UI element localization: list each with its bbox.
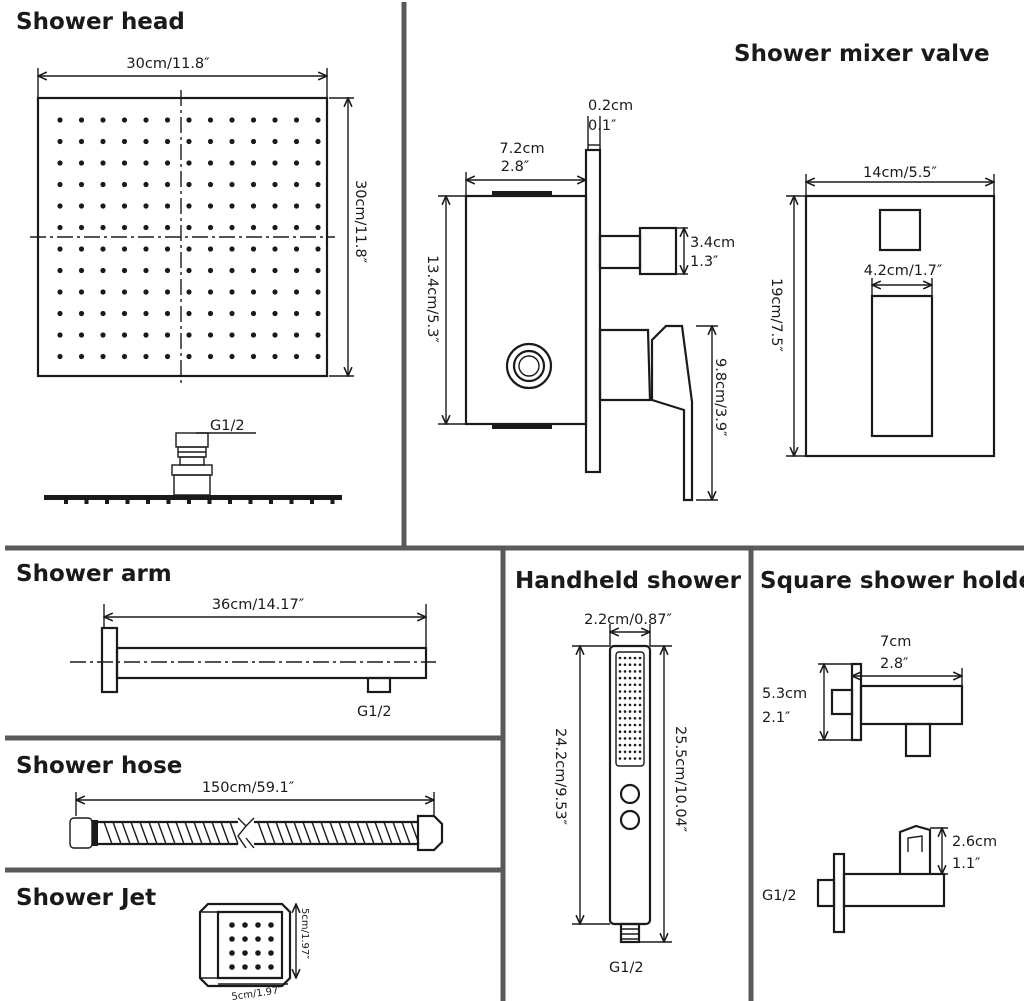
holder-top-view bbox=[830, 662, 964, 758]
square-holder-panel: Square shower holder 7cm 2.8″ 5.3cm 2.1″… bbox=[760, 568, 1024, 934]
holder-cradle-in: 1.1″ bbox=[952, 856, 981, 872]
shower-head-side-profile bbox=[44, 432, 342, 504]
panel-dividers bbox=[5, 2, 1024, 1001]
mixer-handle-width-label: 4.2cm/1.7″ bbox=[864, 263, 943, 279]
holder-cradle-cm: 2.6cm bbox=[952, 834, 997, 850]
shower-arm-thread bbox=[366, 676, 392, 694]
mixer-handle-height-label: 9.8cm/3.9″ bbox=[712, 358, 728, 437]
holder-depth-cm: 7cm bbox=[880, 634, 911, 650]
shower-hose-length-label: 150cm/59.1″ bbox=[202, 780, 295, 796]
mixer-plate-width-label: 14cm/5.5″ bbox=[863, 165, 937, 181]
mixer-mounting-plate bbox=[584, 148, 602, 474]
shower-jet-side-label: 5cm/1.97″ bbox=[299, 908, 310, 959]
handheld-thread-label: G1/2 bbox=[609, 960, 644, 976]
shower-jet-body bbox=[198, 902, 292, 988]
mixer-front-outlet bbox=[878, 208, 922, 252]
mixer-valve-body bbox=[464, 194, 588, 426]
shower-head-width-label: 30cm/11.8″ bbox=[126, 56, 210, 72]
handheld-width-label: 2.2cm/0.87″ bbox=[584, 612, 672, 628]
mixer-depth-cm: 7.2cm bbox=[499, 141, 544, 157]
square-holder-title: Square shower holder bbox=[760, 568, 1024, 594]
shower-arm-flange bbox=[100, 626, 119, 694]
holder-height-in: 2.1″ bbox=[762, 710, 791, 726]
shower-jet-title: Shower Jet bbox=[16, 885, 156, 911]
handheld-shower-panel: Handheld shower 2.2cm/0.87″ 24.2cm/9.53″… bbox=[515, 568, 742, 976]
mixer-plate-height-label: 19cm/7.5″ bbox=[768, 278, 784, 352]
shower-head-nozzles bbox=[57, 117, 321, 360]
mixer-valve-title: Shower mixer valve bbox=[734, 41, 990, 67]
mixer-outlet-cm: 3.4cm bbox=[690, 235, 735, 251]
mixer-outlet-in: 1.3″ bbox=[690, 254, 719, 270]
handheld-body-length-label: 24.2cm/9.53″ bbox=[552, 728, 568, 826]
holder-depth-in: 2.8″ bbox=[880, 656, 909, 672]
shower-arm-title: Shower arm bbox=[16, 561, 172, 587]
mixer-depth-in: 2.8″ bbox=[501, 159, 530, 175]
shower-jet-panel: Shower Jet 5cm/1.97″ 5cm/1.97″ bbox=[16, 885, 310, 1001]
holder-thread-label: G1/2 bbox=[762, 888, 797, 904]
mixer-valve-panel: Shower mixer valve 0.2cm 0.1″ 7.2cm 2.8″… bbox=[424, 41, 996, 502]
shower-head-height-label: 30cm/11.8″ bbox=[352, 180, 368, 264]
shower-arm-length-label: 36cm/14.17″ bbox=[212, 597, 305, 613]
shower-head-panel: Shower head 30cm/11.8″ 30cm/11.8″ G1/2 bbox=[16, 9, 368, 504]
mixer-handle-base bbox=[598, 328, 652, 402]
shower-head-thread-label: G1/2 bbox=[210, 418, 245, 434]
mixer-outlet bbox=[598, 226, 678, 276]
shower-hose-body bbox=[69, 814, 444, 852]
shower-jet-bottom-label: 5cm/1.97″ bbox=[231, 985, 283, 1001]
shower-hose-panel: Shower hose 150cm/59.1″ bbox=[16, 753, 444, 852]
mixer-cartridge-ring bbox=[505, 342, 553, 390]
shower-arm-panel: Shower arm 36cm/14.17″ G1/2 bbox=[16, 561, 436, 720]
shower-arm-thread-label: G1/2 bbox=[357, 704, 392, 720]
mixer-plate-thickness-in: 0.1″ bbox=[588, 118, 617, 134]
mixer-handle-lever bbox=[650, 324, 694, 502]
shower-arm-tube bbox=[115, 646, 428, 680]
mixer-front-plate bbox=[804, 194, 996, 458]
handheld-shower-body bbox=[608, 644, 652, 944]
shower-head-title: Shower head bbox=[16, 9, 185, 35]
shower-hose-title: Shower hose bbox=[16, 753, 182, 779]
handheld-shower-title: Handheld shower bbox=[515, 568, 742, 594]
handheld-total-length-label: 25.5cm/10.04″ bbox=[672, 726, 688, 833]
mixer-body-height-label: 13.4cm/5.3″ bbox=[424, 255, 440, 343]
holder-side-view bbox=[816, 824, 946, 934]
holder-height-cm: 5.3cm bbox=[762, 686, 807, 702]
mixer-plate-thickness-cm: 0.2cm bbox=[588, 98, 633, 114]
mixer-front-handle bbox=[870, 294, 934, 438]
